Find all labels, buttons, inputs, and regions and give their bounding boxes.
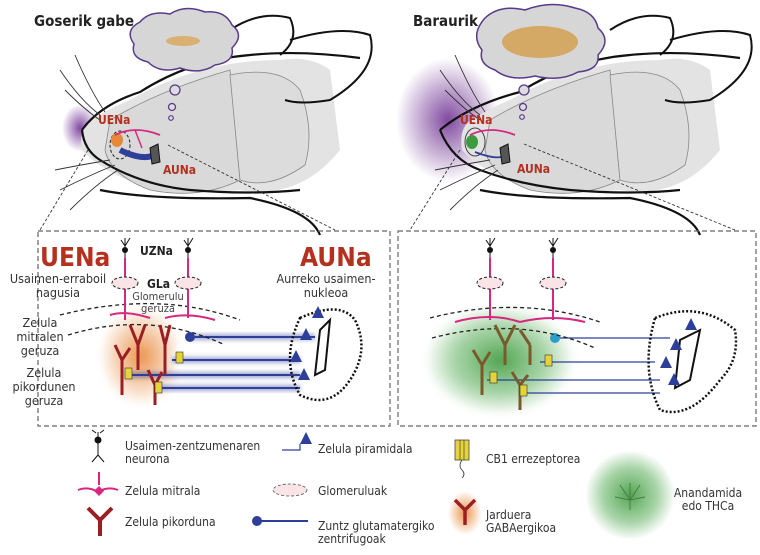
legend-cb1: CB1 errezeptorea	[486, 452, 581, 466]
mouse-head-fasted	[396, 3, 753, 236]
label-uzna: UZNa	[140, 244, 173, 258]
detail-box-fasted	[397, 230, 757, 427]
gabaergic-activity-icon	[448, 491, 482, 535]
thought-bubble	[129, 7, 240, 121]
mitral-cell-icon	[77, 472, 119, 496]
mouse-head-fed	[39, 7, 373, 236]
legend-glomeruli: Glomeruluak	[318, 484, 388, 498]
circuit-fed	[59, 237, 363, 406]
label-gla: GLa	[147, 277, 171, 291]
legend-mitral: Zelula mitrala	[125, 484, 201, 498]
detail-uena-title: UENa	[40, 243, 111, 273]
detail-box-fed	[37, 230, 391, 427]
legend-icons	[77, 429, 675, 540]
legend-fibers: Zuntz glutamatergiko zentrifugoak	[318, 519, 435, 546]
legend-granule: Zelula pikorduna	[125, 515, 216, 529]
fiber-icon	[252, 516, 308, 526]
label-uena-fed: UENa	[98, 113, 131, 127]
label-mitral-layer: Zelula mitralen geruza	[16, 315, 64, 358]
legend-pyramidal: Zelula piramidala	[318, 442, 413, 456]
food-pellets-large	[502, 26, 578, 58]
legend-gaba: Jarduera GABAergikoa	[486, 508, 557, 535]
granule-cell-icon	[86, 506, 114, 536]
label-glomerular-layer: Glomerulu geruza	[132, 290, 184, 315]
panel-title-fed: Goserik gabe	[34, 12, 135, 30]
cb1-receptor-icon	[454, 439, 470, 479]
anandamide-icon	[585, 450, 675, 540]
detail-uena-subtitle: Usaimen-erraboil nagusia	[9, 271, 107, 300]
label-auna-fasted: AUNa	[517, 162, 551, 176]
circuit-fasted	[425, 237, 738, 415]
food-pellets-small	[166, 36, 200, 46]
thought-bubble-large	[476, 3, 606, 120]
legend-anandamide: Anandamida edo THCa	[673, 486, 743, 513]
label-granule-layer: Zelula pikordunen geruza	[12, 365, 76, 408]
detail-auna-subtitle: Aurreko usaimen-nukleoa	[276, 271, 376, 300]
pyramidal-cell-icon	[282, 432, 312, 451]
label-uena-fasted: UENa	[460, 113, 493, 127]
cannabis-leaf-icon	[614, 483, 646, 510]
panel-title-fasted: Baraurik	[413, 12, 479, 30]
osn-icon	[91, 429, 105, 463]
brain-outline	[104, 69, 241, 194]
glomerulus-icon	[272, 483, 308, 497]
legend-osn: Usaimen-zentzumenaren neurona	[125, 439, 261, 466]
detail-auna-title: AUNa	[300, 243, 372, 273]
label-auna-fed: AUNa	[163, 163, 197, 177]
